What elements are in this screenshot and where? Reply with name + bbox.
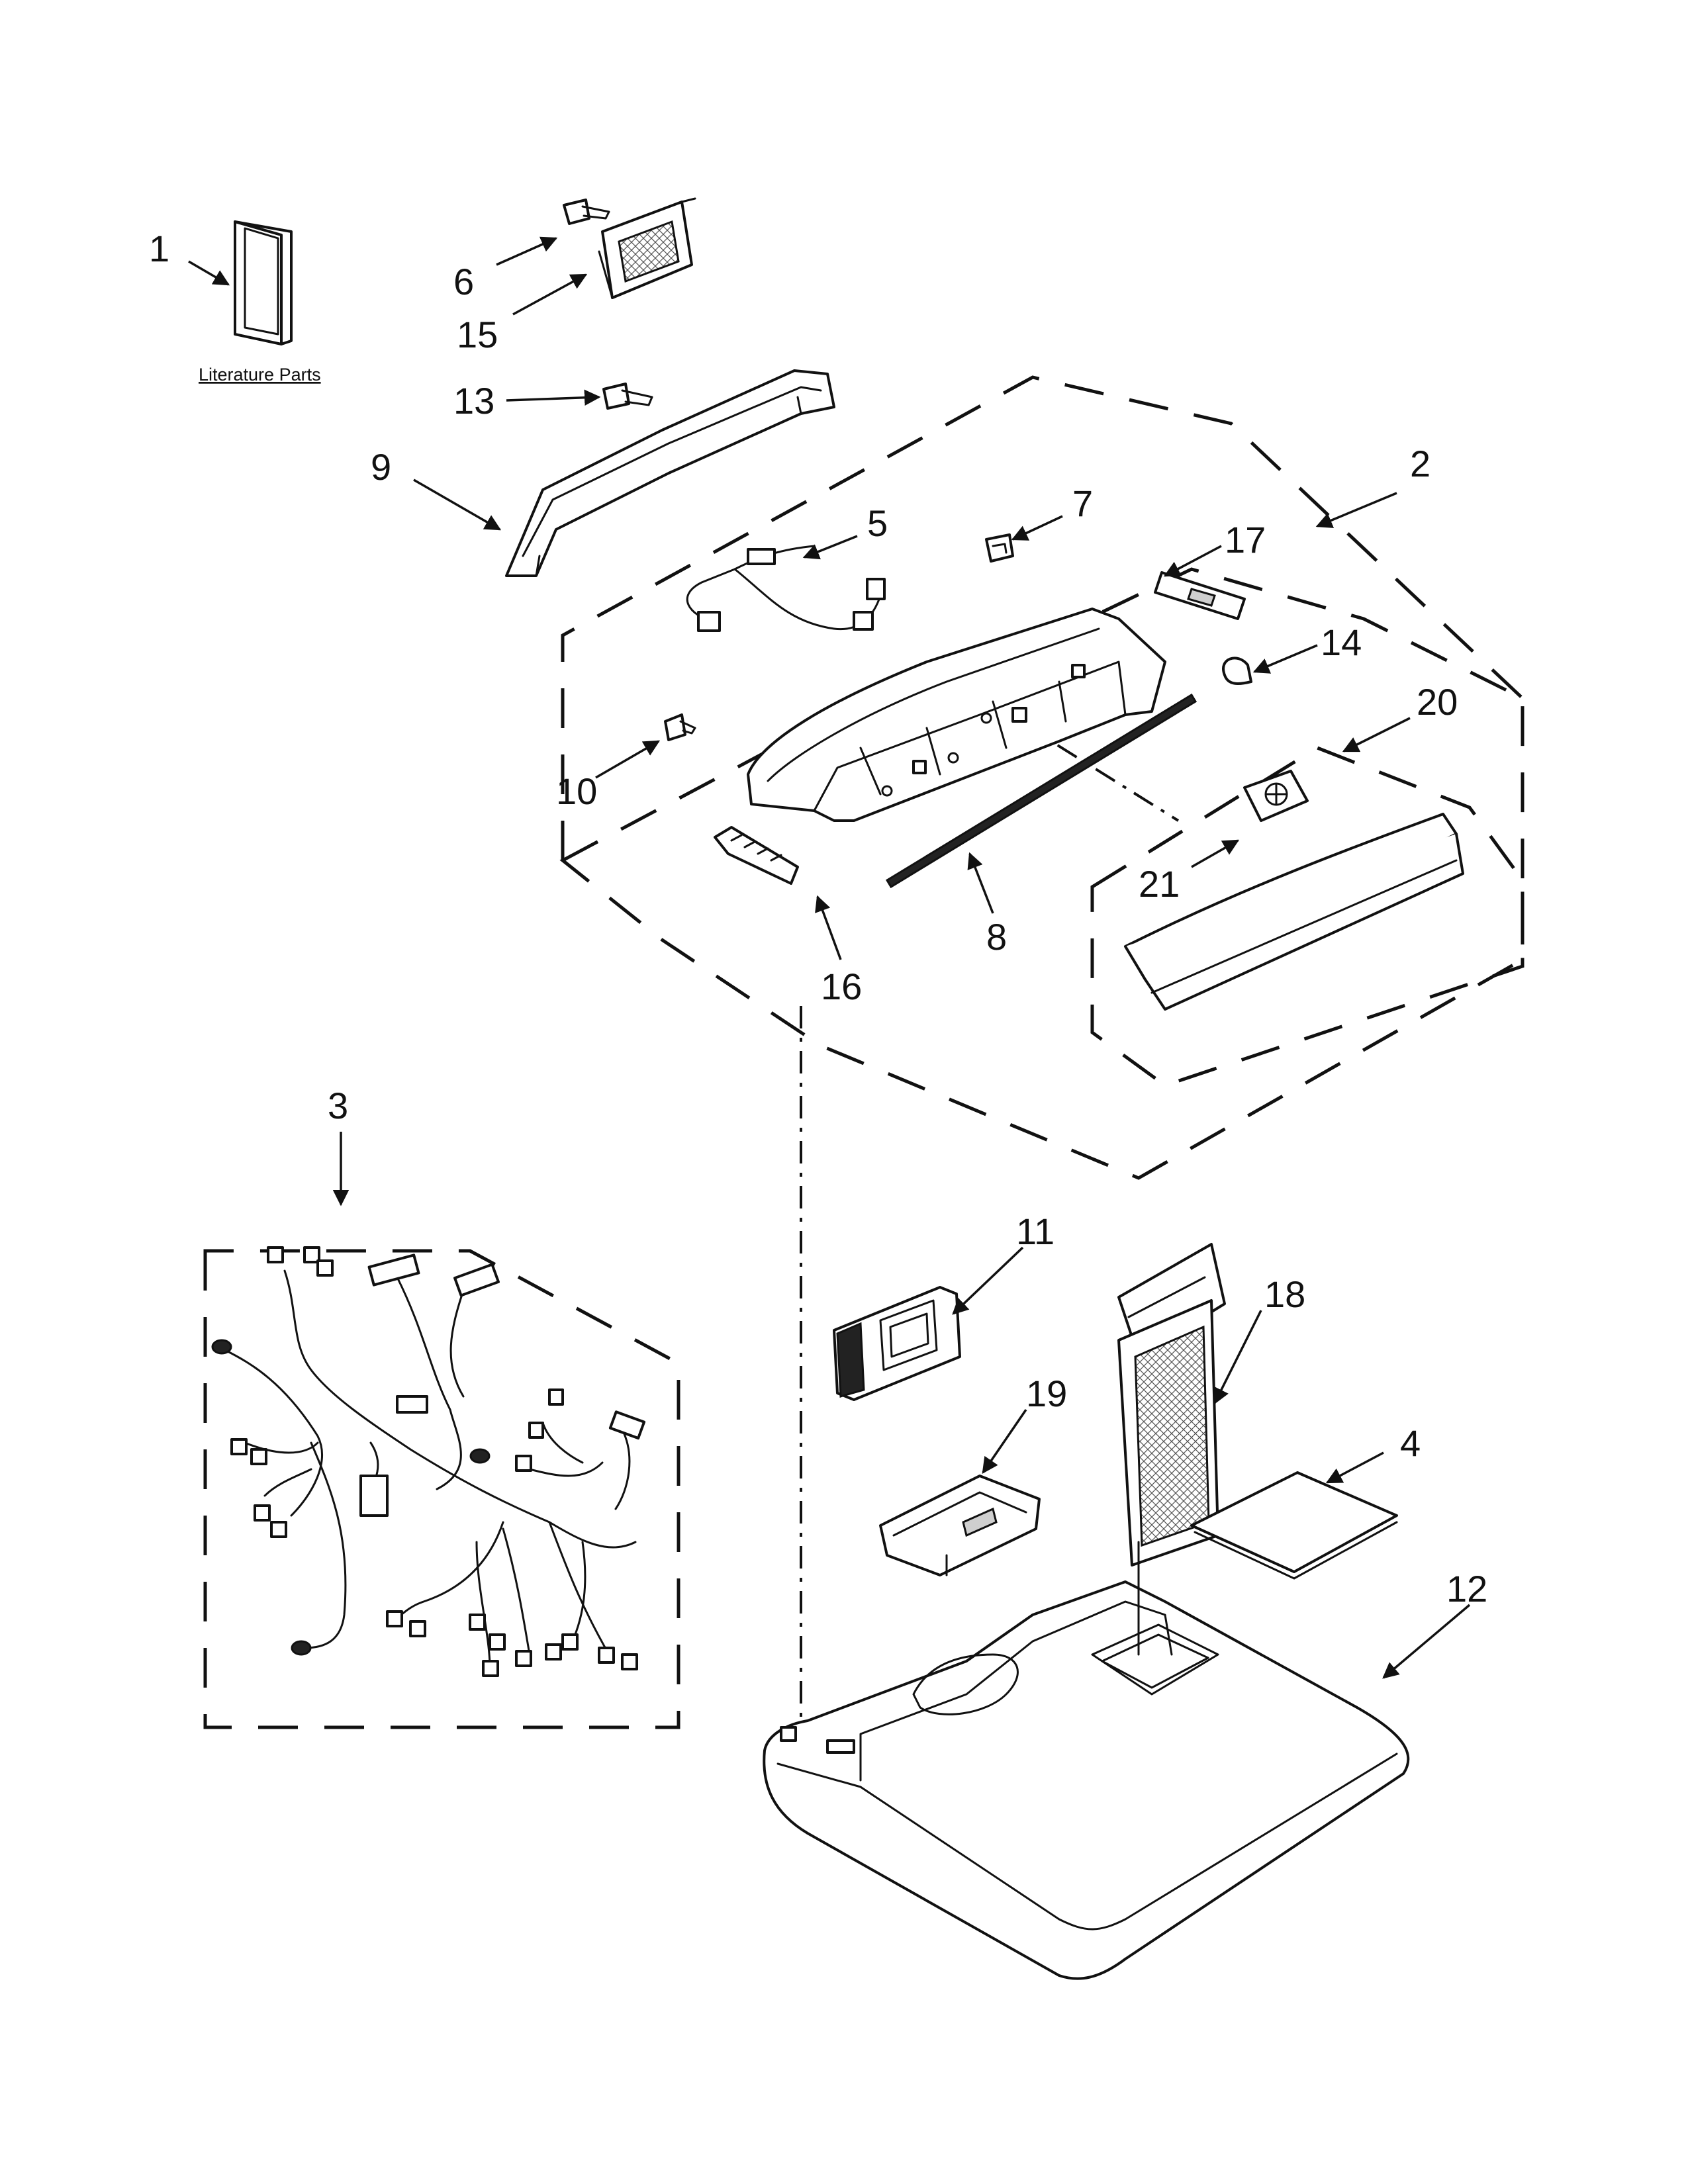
callout-21: 21 xyxy=(1139,863,1180,905)
bracket-15 xyxy=(598,197,696,299)
control-board-11 xyxy=(833,1286,961,1401)
clip-14 xyxy=(1222,657,1252,685)
callout-12: 12 xyxy=(1446,1568,1487,1610)
bracket-19 xyxy=(879,1475,1041,1576)
board-17 xyxy=(1154,571,1246,620)
console-housing xyxy=(747,608,1166,822)
screw-13 xyxy=(602,383,653,410)
lint-filter-18 xyxy=(1117,1243,1226,1567)
strip-8 xyxy=(885,693,1197,889)
callout-9: 9 xyxy=(371,446,391,488)
top-cover-12 xyxy=(763,1541,1410,1980)
literature-book xyxy=(234,220,293,345)
clip-7 xyxy=(985,533,1014,563)
callout-17: 17 xyxy=(1225,519,1266,561)
callout-7: 7 xyxy=(1072,482,1093,524)
callout-3: 3 xyxy=(328,1085,348,1126)
callout-14: 14 xyxy=(1321,621,1362,663)
callout-11: 11 xyxy=(1016,1210,1055,1252)
assembly-centerline-2 xyxy=(1018,720,1180,822)
callout-2: 2 xyxy=(1410,443,1430,484)
connector-16 xyxy=(714,826,799,885)
callout-19: 19 xyxy=(1026,1373,1067,1414)
literature-parts-label: Literature Parts xyxy=(199,365,321,385)
callout-20: 20 xyxy=(1417,681,1458,723)
fan-module-21 xyxy=(1243,770,1309,822)
callout-8: 8 xyxy=(986,916,1007,958)
panel-20 xyxy=(1124,813,1464,1011)
wire-harness-3 xyxy=(211,1246,646,1677)
wire-harness-5 xyxy=(686,545,886,632)
callout-15: 15 xyxy=(457,314,498,355)
console-trim-9 xyxy=(505,369,835,577)
callout-13: 13 xyxy=(453,380,494,422)
callout-16: 16 xyxy=(821,966,862,1007)
leader-arrows xyxy=(188,236,1471,1679)
pad-4 xyxy=(1190,1471,1398,1580)
screw-10 xyxy=(664,713,696,741)
callout-1: 1 xyxy=(149,228,169,269)
group-outline-20 xyxy=(1090,746,1524,1087)
screw-6 xyxy=(563,199,610,225)
callout-10: 10 xyxy=(556,770,597,812)
group-outline-3 xyxy=(203,1249,680,1729)
callout-5: 5 xyxy=(867,502,888,544)
callout-6: 6 xyxy=(453,261,474,302)
callout-18: 18 xyxy=(1264,1273,1305,1315)
callout-4: 4 xyxy=(1400,1422,1421,1464)
